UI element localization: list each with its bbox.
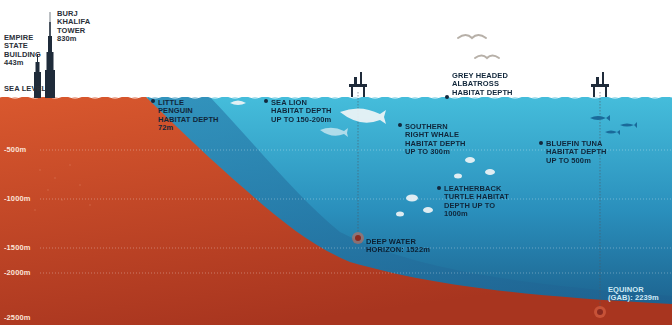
- habitat-label: GREY HEADED ALBATROSS HABITAT DEPTH: [452, 72, 514, 97]
- land-texture: [34, 164, 91, 211]
- depth-label: -1500m: [4, 244, 44, 252]
- sky: [0, 0, 672, 98]
- albatross-birds: [458, 35, 499, 58]
- fish: [590, 115, 637, 135]
- building-label: EMPIRE STATE BUILDING 443m: [4, 34, 34, 68]
- ocean: [0, 97, 672, 325]
- depth-label: -2500m: [4, 314, 44, 322]
- well-label: EQUINOR (GAB): 2239m: [608, 286, 666, 303]
- sea-level-label: SEA LEVEL: [4, 85, 64, 93]
- habitat-label: BLUEFIN TUNA HABITAT DEPTH UP TO 500m: [546, 140, 608, 165]
- well-label: DEEP WATER HORIZON: 1522m: [366, 238, 430, 255]
- well-markers: [352, 232, 606, 318]
- sea-surface: [0, 96, 672, 98]
- depth-label: -500m: [4, 146, 44, 154]
- depth-gridlines: [40, 150, 672, 273]
- habitat-label: LEATHERBACK TURTLE HABITAT DEPTH UP TO 1…: [444, 185, 510, 219]
- land: [0, 97, 672, 325]
- building-label: BURJ KHALIFA TOWER 830m: [57, 10, 93, 44]
- habitat-label: SEA LION HABITAT DEPTH UP TO 150-200m: [271, 99, 335, 124]
- habitat-label: LITTLE PENGUIN HABITAT DEPTH 72m: [158, 99, 220, 133]
- habitat-label: SOUTHERN RIGHT WHALE HABITAT DEPTH UP TO…: [405, 123, 471, 157]
- depth-label: -2000m: [4, 269, 44, 277]
- oil-rigs: [349, 72, 609, 97]
- well-lines: [358, 92, 600, 306]
- depth-label: -1000m: [4, 195, 44, 203]
- habitat-dots: [151, 95, 543, 190]
